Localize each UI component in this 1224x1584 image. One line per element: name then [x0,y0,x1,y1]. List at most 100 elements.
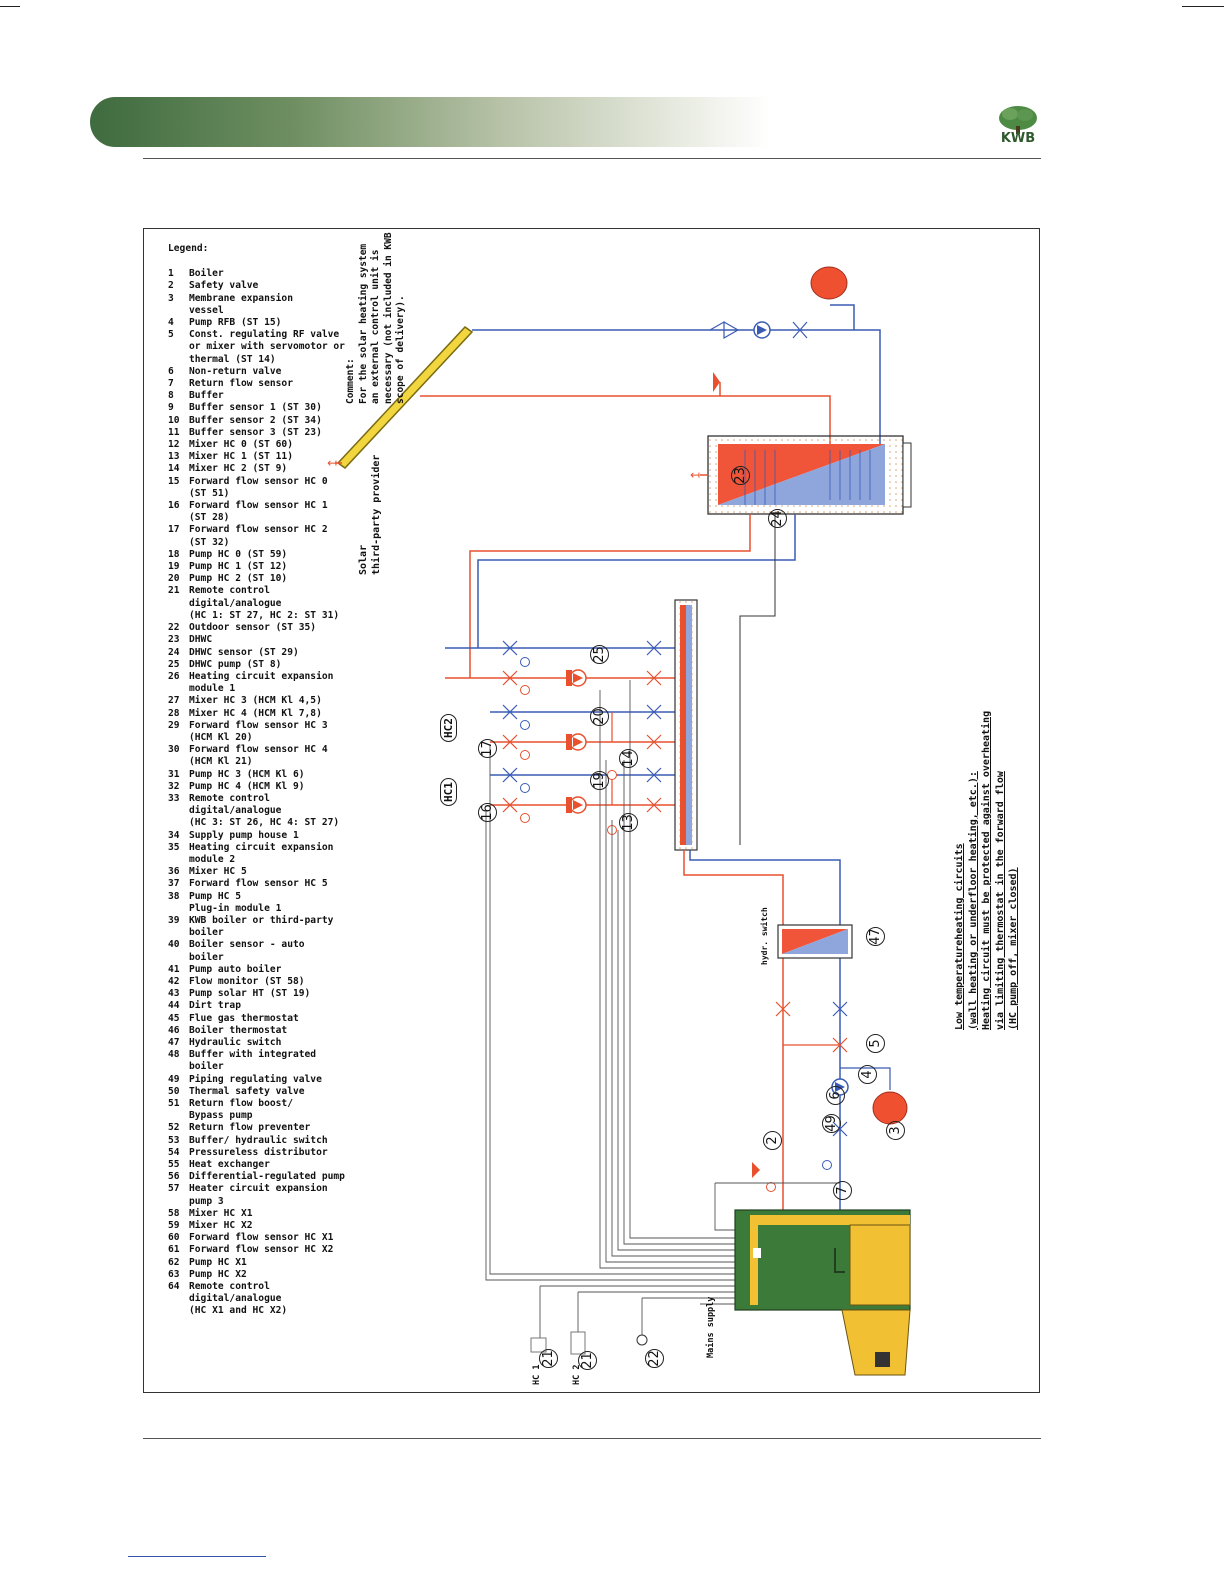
legend-item-text: Boiler [189,268,224,280]
top-rule [143,158,1041,159]
legend-item-text: DHWC sensor (ST 29) [189,646,299,658]
legend-item-text: Thermal safety valve [189,1085,305,1097]
legend-item-number: 27 [168,695,180,707]
expansion-vessel [872,1091,908,1125]
legend-item-text: Pump HC X2 [189,1268,247,1280]
circuit-hc2-badge: HC2 [440,714,457,742]
legend-item-number: 12 [168,439,180,451]
low-temperature-note: Low temperatureheating circuits (wall he… [954,710,1019,1030]
dhw-outlet-arrow-icon: ↤ [690,468,700,482]
circuit-hc1-badge: HC1 [440,778,457,806]
legend-item-text: DHWC [189,634,213,646]
solar-comment: Comment: For the solar heating system an… [345,232,406,404]
legend-item-text: Non-return valve [189,365,282,377]
remote-control-hc1 [530,1337,547,1353]
legend-item-number: 38 [168,890,180,902]
legend-item: 46 Boiler thermostat [168,1025,348,1037]
legend-item-text: Buffer sensor 2 (ST 34) [189,414,322,426]
legend-item: 52 Return flow preventer [168,1122,348,1134]
legend-item: 6 Non-return valve [168,366,348,378]
mains-supply-label: Mains supply [706,1296,716,1358]
legend-item-number: 15 [168,475,180,487]
valve-icon [775,1001,791,1017]
legend-item-number: 21 [168,585,180,597]
legend-item-number: 52 [168,1122,180,1134]
outdoor-sensor-icon [636,1334,648,1346]
legend-item: 12 Mixer HC 0 (ST 60) [168,439,348,451]
sensor-icon [766,1182,776,1192]
legend-item-number: 35 [168,841,180,853]
legend-item-number: 17 [168,524,180,536]
legend-item-number: 19 [168,561,180,573]
footer-link-underline [128,1556,266,1557]
legend-item-text: Forward flow sensor HC 0 (ST 51) [189,475,328,499]
legend-item-number: 40 [168,939,180,951]
legend-item-number: 6 [168,365,174,377]
legend-item-text: Pump HC 4 (HCM Kl 9) [189,780,305,792]
legend-item-number: 53 [168,1134,180,1146]
legend-item-number: 46 [168,1024,180,1036]
diagram-frame [143,228,1040,1393]
sensor-icon [822,1160,832,1170]
boiler-return-pipe [689,850,841,1210]
legend-item-text: Heater circuit expansion pump 3 [189,1183,328,1207]
legend-item-number: 57 [168,1183,180,1195]
legend-item-text: Piping regulating valve [189,1073,322,1085]
pellet-hopper [841,1309,911,1376]
legend-item-number: 56 [168,1171,180,1183]
legend-item-text: Buffer/ hydraulic switch [189,1134,328,1146]
legend-item-text: Return flow preventer [189,1122,311,1134]
legend-item-number: 13 [168,451,180,463]
legend-item-number: 58 [168,1207,180,1219]
legend-item-text: Dirt trap [189,1000,241,1012]
hydraulic-switch-label: hydr. switch [760,907,769,965]
solar-provider-label: Solar third-party provider [358,454,382,575]
dhw-sensor-cable [739,514,776,845]
component-number-tag: 47 [866,927,885,946]
legend-item-number: 32 [168,780,180,792]
legend-item-text: KWB boiler or third-party boiler [189,914,334,939]
legend-item-text: Mixer HC X1 [189,1207,253,1219]
legend-item-number: 16 [168,500,180,512]
legend-item-number: 48 [168,1049,180,1061]
legend-item-text: Boiler thermostat [189,1024,288,1036]
legend-item-number: 7 [168,378,174,390]
legend-item-number: 50 [168,1085,180,1097]
legend-item-text: Pump HC X1 [189,1256,247,1268]
legend-item: 53 Buffer/ hydraulic switch [168,1135,348,1147]
component-number-tag: 22 [645,1349,664,1368]
legend-item-text: Buffer sensor 1 (ST 30) [189,402,322,414]
legend-item-number: 24 [168,646,180,658]
kwb-tree-logo [999,106,1037,134]
component-number-tag: 49 [822,1114,841,1133]
legend-item-text: Differential-regulated pump [189,1171,345,1183]
legend-item-number: 33 [168,792,180,804]
legend-item-number: 49 [168,1073,180,1085]
legend-item-text: Heating circuit expansion module 1 [189,670,334,695]
legend-item-number: 1 [168,268,174,280]
legend-item-text: Mixer HC 0 (ST 60) [189,439,293,451]
dhw-flow-pipe [469,514,751,678]
component-number-tag: 3 [886,1121,905,1140]
legend-item-text: Mixer HC 3 (HCM Kl 4,5) [189,695,322,707]
